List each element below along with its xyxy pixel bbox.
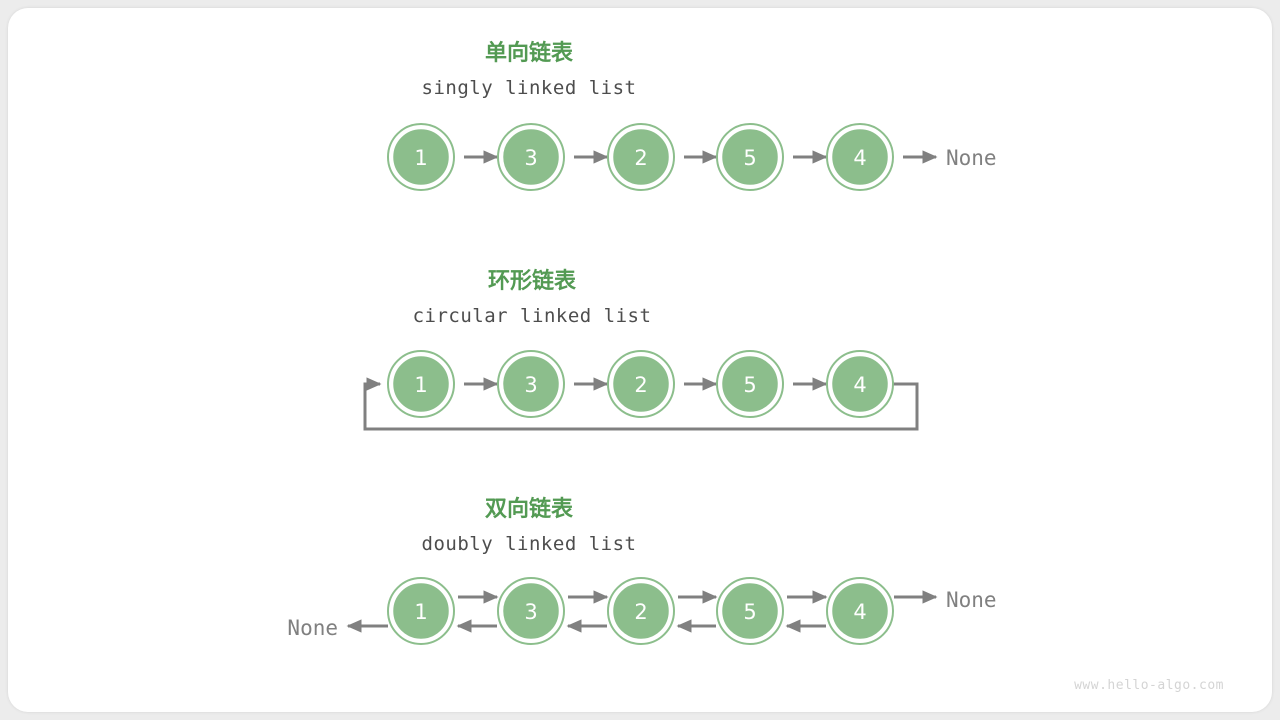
linked-list-diagram: 单向链表 singly linked list 1 3 xyxy=(287,40,1224,693)
section-title-cn-singly: 单向链表 xyxy=(485,40,574,66)
edges-circular xyxy=(363,377,919,431)
section-title-cn-circular: 环形链表 xyxy=(488,268,577,294)
section-subtitle-en-circular: circular linked list xyxy=(413,305,652,327)
watermark: www.hello-algo.com xyxy=(1074,678,1224,693)
node-label: 2 xyxy=(634,146,647,170)
node-label: 4 xyxy=(853,600,866,624)
node-circular-3[interactable]: 5 xyxy=(716,350,784,418)
node-label: 1 xyxy=(414,373,427,397)
node-singly-0[interactable]: 1 xyxy=(387,123,455,191)
node-label: 3 xyxy=(524,146,537,170)
node-label: 2 xyxy=(634,373,647,397)
node-circular-2[interactable]: 2 xyxy=(607,350,675,418)
section-title-cn-doubly: 双向链表 xyxy=(485,496,574,522)
node-singly-1[interactable]: 3 xyxy=(497,123,565,191)
node-doubly-4[interactable]: 4 xyxy=(826,577,894,645)
node-doubly-0[interactable]: 1 xyxy=(387,577,455,645)
node-label: 5 xyxy=(743,146,756,170)
section-singly: 单向链表 singly linked list 1 3 xyxy=(387,40,997,191)
diagram-card: 单向链表 singly linked list 1 3 xyxy=(8,8,1272,712)
node-label: 4 xyxy=(853,373,866,397)
edge-4-to-1-loopback xyxy=(363,377,919,431)
node-label: 4 xyxy=(853,146,866,170)
node-circular-4[interactable]: 4 xyxy=(826,350,894,418)
head-terminator-doubly: None xyxy=(287,616,338,640)
tail-terminator-doubly: None xyxy=(946,588,997,612)
node-circular-1[interactable]: 3 xyxy=(497,350,565,418)
node-circular-0[interactable]: 1 xyxy=(387,350,455,418)
section-subtitle-en-singly: singly linked list xyxy=(422,77,637,99)
node-singly-2[interactable]: 2 xyxy=(607,123,675,191)
section-circular: 环形链表 circular linked list 1 3 xyxy=(363,268,919,431)
section-doubly: 双向链表 doubly linked list 1 xyxy=(287,496,997,645)
node-label: 1 xyxy=(414,600,427,624)
node-label: 1 xyxy=(414,146,427,170)
tail-terminator-singly: None xyxy=(946,146,997,170)
node-label: 2 xyxy=(634,600,647,624)
node-label: 5 xyxy=(743,373,756,397)
node-singly-4[interactable]: 4 xyxy=(826,123,894,191)
node-label: 3 xyxy=(524,600,537,624)
node-singly-3[interactable]: 5 xyxy=(716,123,784,191)
node-label: 5 xyxy=(743,600,756,624)
section-subtitle-en-doubly: doubly linked list xyxy=(422,533,637,555)
node-doubly-2[interactable]: 2 xyxy=(607,577,675,645)
node-doubly-1[interactable]: 3 xyxy=(497,577,565,645)
node-label: 3 xyxy=(524,373,537,397)
node-doubly-3[interactable]: 5 xyxy=(716,577,784,645)
